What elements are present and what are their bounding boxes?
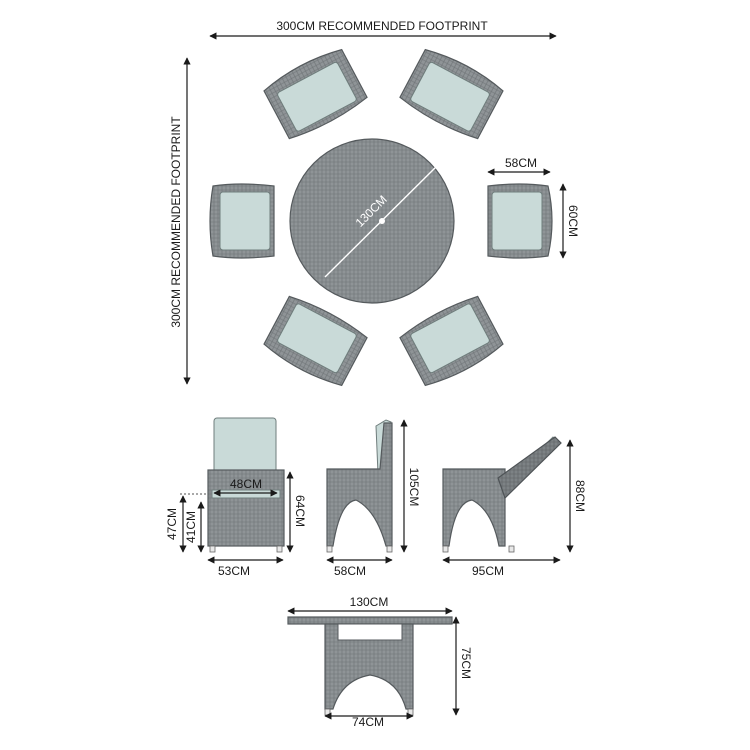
table-top-width-label: 130CM (350, 595, 389, 609)
seat-height-frame-label: 41CM (184, 511, 198, 543)
top-view: 300CM RECOMMENDED FOOTPRINT 300CM RECOMM… (169, 19, 580, 387)
footprint-horizontal-label: 300CM RECOMMENDED FOOTPRINT (276, 19, 488, 33)
footprint-vertical-label: 300CM RECOMMENDED FOOTPRINT (169, 116, 183, 328)
chair-front-view: 48CM 47CM 41CM 64CM 53CM (165, 417, 307, 578)
seat-width-label: 48CM (230, 477, 262, 491)
arm-height-label: 64CM (293, 495, 307, 527)
chair-side-depth-label: 58CM (334, 564, 366, 578)
chair-bottom-left (263, 295, 368, 387)
table-base-width-label: 74CM (352, 715, 384, 729)
chair-front-width-label: 53CM (218, 564, 250, 578)
chair-top-right (399, 48, 504, 140)
chair-top-left (263, 48, 368, 140)
table-side-view: 130CM 75CM 74CM (287, 595, 473, 729)
table-height-label: 75CM (459, 647, 473, 679)
chair-height-label: 105CM (407, 468, 421, 507)
reclined-chair-view: 88CM 95CM (442, 436, 587, 578)
chair-right (487, 183, 553, 259)
reclined-depth-label: 95CM (472, 564, 504, 578)
reclined-height-label: 88CM (573, 480, 587, 512)
chair-bottom-right (399, 295, 504, 387)
chair-width-top-label: 58CM (505, 156, 537, 170)
chair-depth-top-label: 60CM (566, 205, 580, 237)
seat-height-cushion-label: 47CM (165, 508, 179, 540)
chair-side-view: 105CM 58CM (326, 419, 421, 578)
chair-left (209, 183, 275, 259)
table-top-view: 130CM (289, 138, 455, 304)
